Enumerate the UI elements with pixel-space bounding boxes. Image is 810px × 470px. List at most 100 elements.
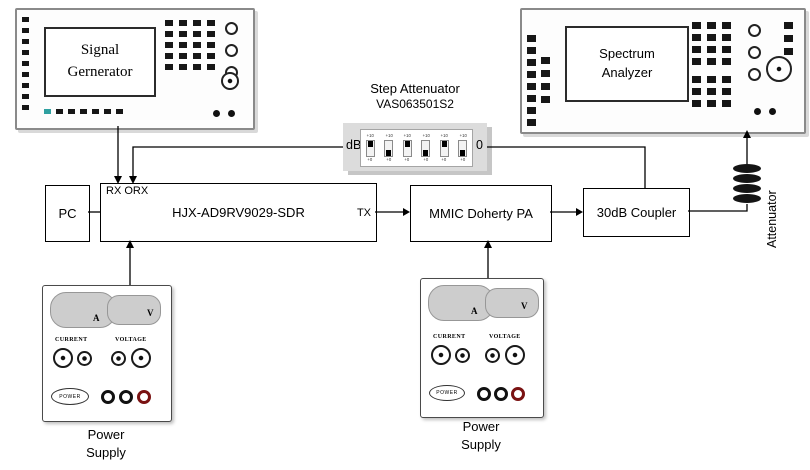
power-supply-center-caption: Power Supply — [417, 418, 545, 453]
voltage-label: VOLTAGE — [115, 337, 147, 343]
attenuation-switch: +10 +0 — [384, 133, 394, 163]
switch-knob — [367, 140, 373, 147]
panel-button — [527, 59, 536, 66]
volt-label: V — [147, 308, 154, 318]
attenuator-disc — [733, 164, 761, 173]
panel-button — [193, 64, 201, 70]
panel-button — [193, 42, 201, 48]
switch-bottom-label: +0 — [404, 157, 410, 163]
attenuator-label: Attenuator — [765, 190, 779, 248]
switch-knob — [386, 149, 392, 156]
panel-button — [22, 28, 29, 33]
power-button: POWER — [429, 385, 465, 401]
panel-button — [92, 109, 99, 114]
switch-bottom-label: +0 — [441, 157, 447, 163]
rotary-knob — [221, 72, 239, 90]
panel-button — [22, 83, 29, 88]
switch-bottom-label: +0 — [423, 157, 429, 163]
panel-button — [165, 42, 173, 48]
voltage-coarse-knob — [505, 345, 525, 365]
panel-button — [707, 100, 716, 107]
power-supply-left: A V CURRENT VOLTAGE POWER — [42, 285, 172, 422]
output-jack-black-2 — [494, 387, 508, 401]
panel-button — [527, 83, 536, 90]
switch-slot — [365, 139, 375, 157]
caption-line2: Supply — [461, 436, 501, 452]
panel-button — [692, 88, 701, 95]
panel-button — [22, 61, 29, 66]
caption-line1: Power — [87, 427, 125, 442]
panel-button — [707, 22, 716, 29]
signal-generator: Signal Gernerator — [15, 8, 255, 130]
panel-button — [22, 17, 29, 22]
panel-button — [722, 88, 731, 95]
panel-button — [22, 105, 29, 110]
spectrum-analyzer-label-line2: Analyzer — [601, 65, 653, 80]
output-jack-black — [477, 387, 491, 401]
switch-slot — [384, 139, 394, 157]
panel-button — [116, 109, 123, 114]
connector-ring — [748, 68, 761, 81]
panel-button — [692, 46, 701, 53]
doherty-pa-box: MMIC Doherty PA — [410, 185, 552, 242]
panel-button — [179, 53, 187, 59]
panel-button — [527, 47, 536, 54]
keypad — [692, 22, 731, 65]
panel-button — [165, 20, 173, 26]
panel-button — [722, 34, 731, 41]
ampere-label: A — [93, 313, 100, 323]
switch-top-label: +10 — [440, 133, 448, 139]
panel-button — [527, 95, 536, 102]
attenuation-switch: +10 +0 — [439, 133, 449, 163]
panel-button — [707, 88, 716, 95]
panel-button — [207, 20, 215, 26]
signal-generator-display: Signal Gernerator — [44, 27, 156, 97]
meter-window-2 — [485, 288, 539, 318]
panel-button — [692, 58, 701, 65]
attenuation-switch: +10 +0 — [365, 133, 375, 163]
arrow-into-coupler — [576, 208, 583, 216]
wire-coupler-to-stepatten — [487, 146, 646, 188]
connector-ring — [225, 44, 238, 57]
connector-ring — [225, 22, 238, 35]
panel-button — [56, 109, 63, 114]
panel-button — [207, 64, 215, 70]
panel-button — [165, 53, 173, 59]
panel-button — [692, 34, 701, 41]
panel-button — [541, 96, 550, 103]
panel-button — [541, 70, 550, 77]
attenuator-stack — [733, 164, 761, 203]
button-strip — [22, 17, 29, 110]
panel-button — [80, 109, 87, 114]
panel-button — [541, 83, 550, 90]
panel-button — [207, 53, 215, 59]
meter-window — [50, 292, 116, 328]
panel-button — [179, 31, 187, 37]
panel-button — [692, 100, 701, 107]
connector-dots — [754, 108, 776, 115]
panel-button — [722, 100, 731, 107]
sdr-box: RX ORX HJX-AD9RV9029-SDR TX — [100, 183, 377, 242]
panel-button — [722, 58, 731, 65]
switch-slot — [402, 139, 412, 157]
panel-button — [527, 71, 536, 78]
panel-button — [22, 94, 29, 99]
panel-button — [784, 48, 793, 55]
connector-ring — [748, 24, 761, 37]
connector-ring — [748, 46, 761, 59]
connector-dots — [213, 110, 235, 117]
switch-top-label: +10 — [403, 133, 411, 139]
arrow-into-pa — [403, 208, 410, 216]
meter-window — [428, 285, 494, 321]
panel-button — [68, 109, 75, 114]
panel-button — [165, 31, 173, 37]
connector-dot — [228, 110, 235, 117]
attenuation-switch: +10 +0 — [421, 133, 431, 163]
panel-button — [527, 107, 536, 114]
button-strip — [527, 35, 536, 126]
switch-bottom-label: +0 — [386, 157, 392, 163]
volt-label: V — [521, 301, 528, 311]
switch-knob — [460, 149, 466, 156]
switch-top-label: +10 — [366, 133, 374, 139]
